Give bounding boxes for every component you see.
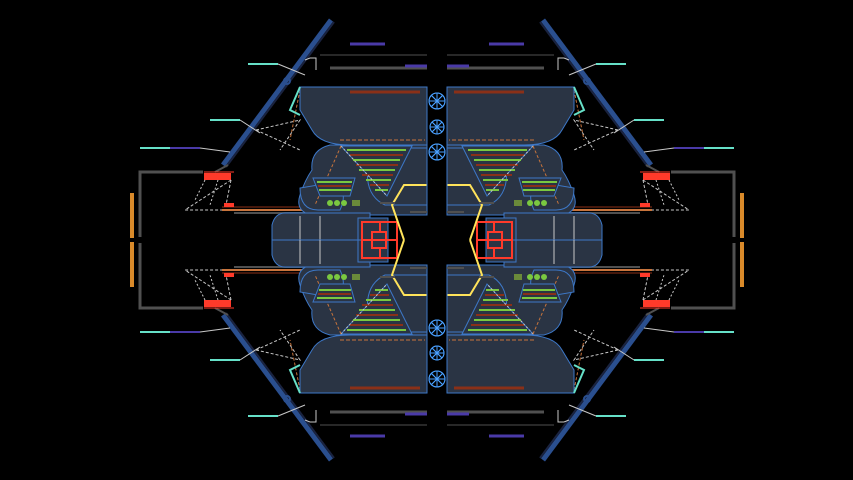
quadrant-bottom-right (429, 240, 744, 460)
quadrant-top-left (130, 20, 445, 240)
quadrant-top-right (429, 20, 744, 240)
quadrant-bottom-left (130, 240, 445, 460)
